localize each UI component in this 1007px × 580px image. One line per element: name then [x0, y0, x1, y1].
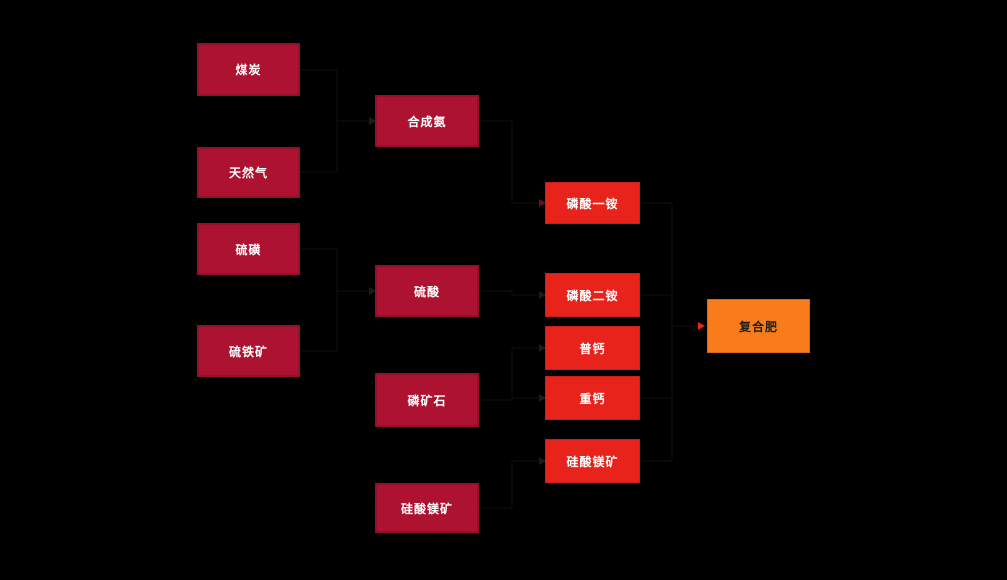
edge-pyrite-to-sulfuric-acid — [300, 290, 369, 352]
edge-phosphate-rock-to-triple-superphosphate — [479, 397, 539, 401]
edge-sulfur-to-sulfuric-acid — [300, 248, 369, 292]
flow-node-diammonium-phosphate: 磷酸二铵 — [545, 273, 640, 317]
arrowhead-icon — [539, 291, 546, 299]
edge-phosphate-rock-to-single-superphosphate — [479, 347, 539, 401]
edge-natural-gas-to-synthetic-ammonia — [300, 120, 369, 173]
edge-magnesium-silicate-to-compound-fertilizer — [640, 326, 673, 462]
flow-node-magnesium-silicate: 硅酸镁矿 — [545, 439, 640, 483]
flow-node-compound-fertilizer: 复合肥 — [707, 299, 810, 353]
edge-monoammonium-phosphate-to-compound-fertilizer — [640, 202, 673, 326]
flow-node-pyrite: 硫铁矿 — [197, 325, 300, 377]
edge-diammonium-phosphate-to-compound-fertilizer — [640, 294, 698, 327]
arrowhead-icon — [539, 457, 546, 465]
arrowhead-icon — [369, 117, 376, 125]
edge-coal-to-synthetic-ammonia — [300, 69, 369, 122]
arrowhead-icon — [539, 344, 546, 352]
arrowhead-icon — [369, 287, 376, 295]
flow-node-magnesium-silicate-ore: 硅酸镁矿 — [375, 483, 479, 533]
flow-node-phosphate-rock: 磷矿石 — [375, 373, 479, 427]
flow-node-synthetic-ammonia: 合成氨 — [375, 95, 479, 147]
edge-synthetic-ammonia-to-monoammonium-phosphate — [479, 120, 539, 204]
flow-node-coal: 煤炭 — [197, 43, 300, 96]
flow-node-natural-gas: 天然气 — [197, 147, 300, 198]
flow-node-monoammonium-phosphate: 磷酸一铵 — [545, 182, 640, 224]
flow-node-sulfur: 硫磺 — [197, 223, 300, 275]
flow-node-single-superphosphate: 普钙 — [545, 326, 640, 370]
flow-node-sulfuric-acid: 硫酸 — [375, 265, 479, 317]
arrowhead-icon — [539, 199, 546, 207]
edge-magnesium-silicate-ore-to-magnesium-silicate — [479, 460, 539, 509]
edge-sulfuric-acid-to-diammonium-phosphate — [479, 290, 539, 296]
edge-triple-superphosphate-to-compound-fertilizer — [640, 326, 673, 399]
flow-node-triple-superphosphate: 重钙 — [545, 376, 640, 420]
arrowhead-icon — [539, 394, 546, 402]
arrowhead-icon — [698, 322, 705, 330]
